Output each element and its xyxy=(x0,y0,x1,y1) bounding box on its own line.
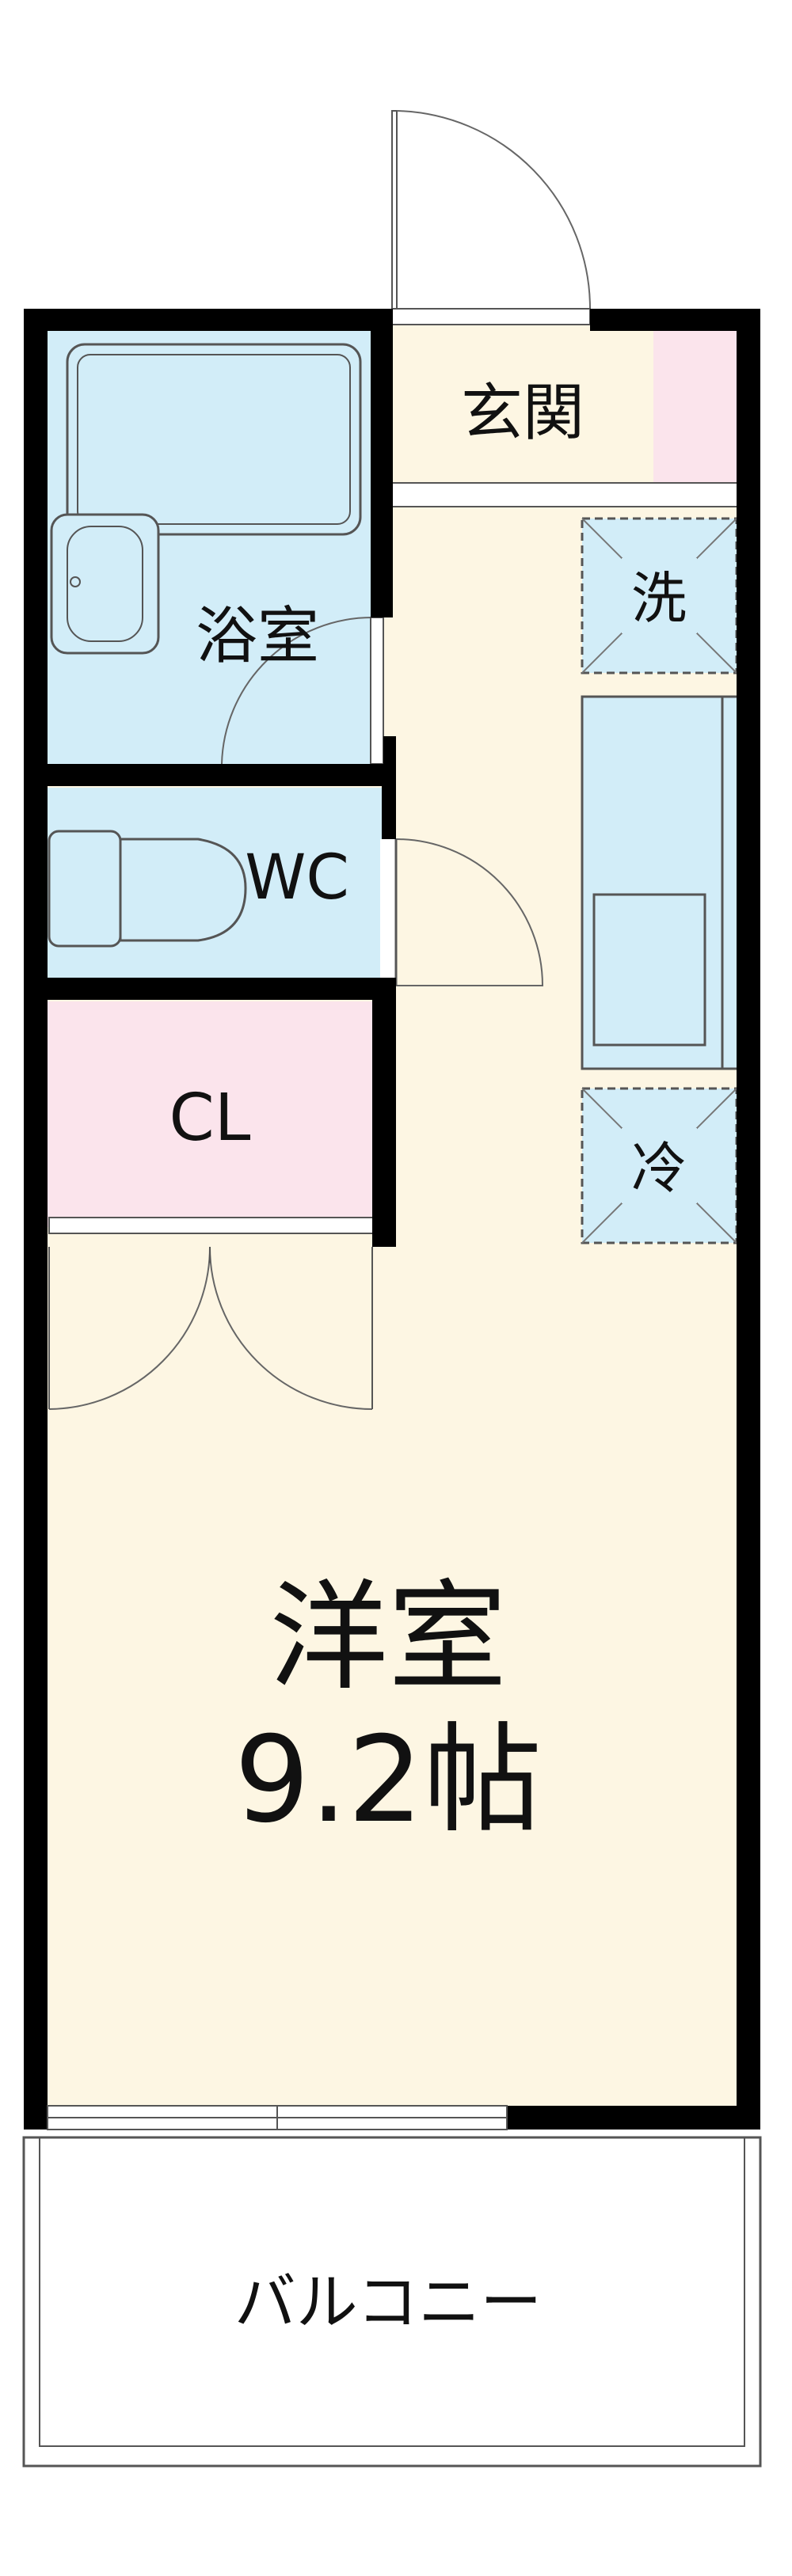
wc-door-swing xyxy=(395,838,544,986)
closet-floor xyxy=(48,1001,384,1227)
closet-door-swing-right xyxy=(209,1246,373,1410)
wc-label: WC xyxy=(245,842,349,914)
balcony xyxy=(22,2136,762,2468)
genkan-label: 玄関 xyxy=(461,378,584,449)
bathtub xyxy=(66,343,362,536)
wall-bath-wc xyxy=(48,764,396,786)
balcony-label: バルコニー xyxy=(234,2267,542,2339)
entrance-door-swing xyxy=(396,110,591,310)
wall-bath-right xyxy=(371,309,393,617)
balcony-rail xyxy=(39,2137,745,2447)
entrance-door-leaf xyxy=(391,110,398,310)
bath-door xyxy=(370,617,384,765)
washbasin xyxy=(50,513,160,655)
wall-top-left xyxy=(24,309,392,331)
wall-closet-right xyxy=(372,986,396,1247)
entrance-sill xyxy=(391,308,591,325)
toilet-bowl xyxy=(119,838,247,942)
wc-door-opening xyxy=(380,839,396,986)
closet-door-swing-left xyxy=(48,1246,211,1410)
bathtub-inner xyxy=(77,354,351,525)
bath-door-swing xyxy=(221,617,373,765)
wall-bottom xyxy=(507,2106,760,2130)
closet-door-track xyxy=(48,1217,383,1234)
wall-top-right xyxy=(590,309,760,331)
fridge-label-bg xyxy=(622,1128,697,1203)
wall-right xyxy=(737,309,760,2130)
washer-label-bg xyxy=(622,558,697,633)
walls xyxy=(24,309,760,2130)
wall-left xyxy=(24,309,48,2130)
fridge-label: 冷 xyxy=(631,1136,687,1201)
wall-wc-closet xyxy=(48,978,396,1000)
shoe-closet xyxy=(653,325,744,487)
genkan-step xyxy=(391,482,741,507)
faucet xyxy=(70,576,81,587)
closet-label: CL xyxy=(169,1081,251,1156)
main-room-size: 9.2帖 xyxy=(234,1712,543,1849)
wall-wc-right-top xyxy=(382,786,396,839)
main-room-label: 洋室 xyxy=(269,1569,507,1707)
bath-label: 浴室 xyxy=(196,601,319,672)
sink xyxy=(592,893,706,1047)
genkan-floor xyxy=(392,325,653,487)
toilet-tank xyxy=(48,830,122,948)
washer-label: 洗 xyxy=(631,566,687,631)
washbasin-bowl xyxy=(67,526,143,642)
